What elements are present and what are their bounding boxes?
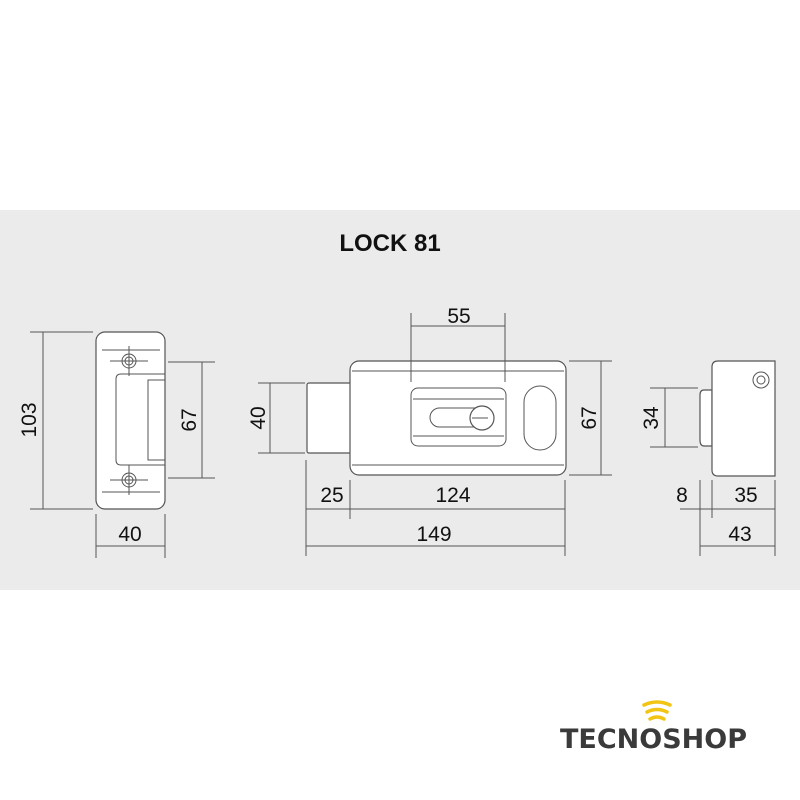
dim-strike-width: 40 (118, 523, 141, 546)
logo-text: TECNOSHOP (560, 724, 747, 755)
strike-plate (30, 331, 215, 558)
dim-total-length: 149 (416, 523, 451, 546)
dim-bolt-projection: 25 (320, 484, 343, 507)
lock-side-view (650, 360, 776, 556)
dim-total-depth: 43 (728, 523, 751, 546)
key-cylinder-icon (469, 405, 495, 431)
tecnoshop-logo: TECNOSHOP (560, 700, 747, 755)
dim-body-length: 124 (435, 484, 470, 507)
lock-front-view (258, 313, 612, 556)
screw-icon (752, 371, 770, 389)
dim-body-height: 67 (578, 406, 601, 429)
bolt (306, 382, 354, 454)
screw-hole-icon (110, 465, 148, 495)
dim-side-bolt-height: 34 (640, 406, 663, 430)
oval-window (523, 385, 557, 451)
diagram-title: LOCK 81 (339, 230, 440, 257)
dim-bolt-height: 40 (247, 406, 270, 429)
dim-body-depth: 35 (734, 484, 757, 507)
wifi-signal-icon (642, 700, 672, 721)
dim-strike-opening: 67 (178, 408, 201, 431)
screw-hole-icon (110, 346, 148, 376)
lock-body (349, 360, 567, 476)
dim-strike-height: 103 (18, 402, 41, 437)
dim-cylinder-spacing: 55 (447, 305, 470, 328)
dim-bolt-depth: 8 (676, 484, 688, 507)
